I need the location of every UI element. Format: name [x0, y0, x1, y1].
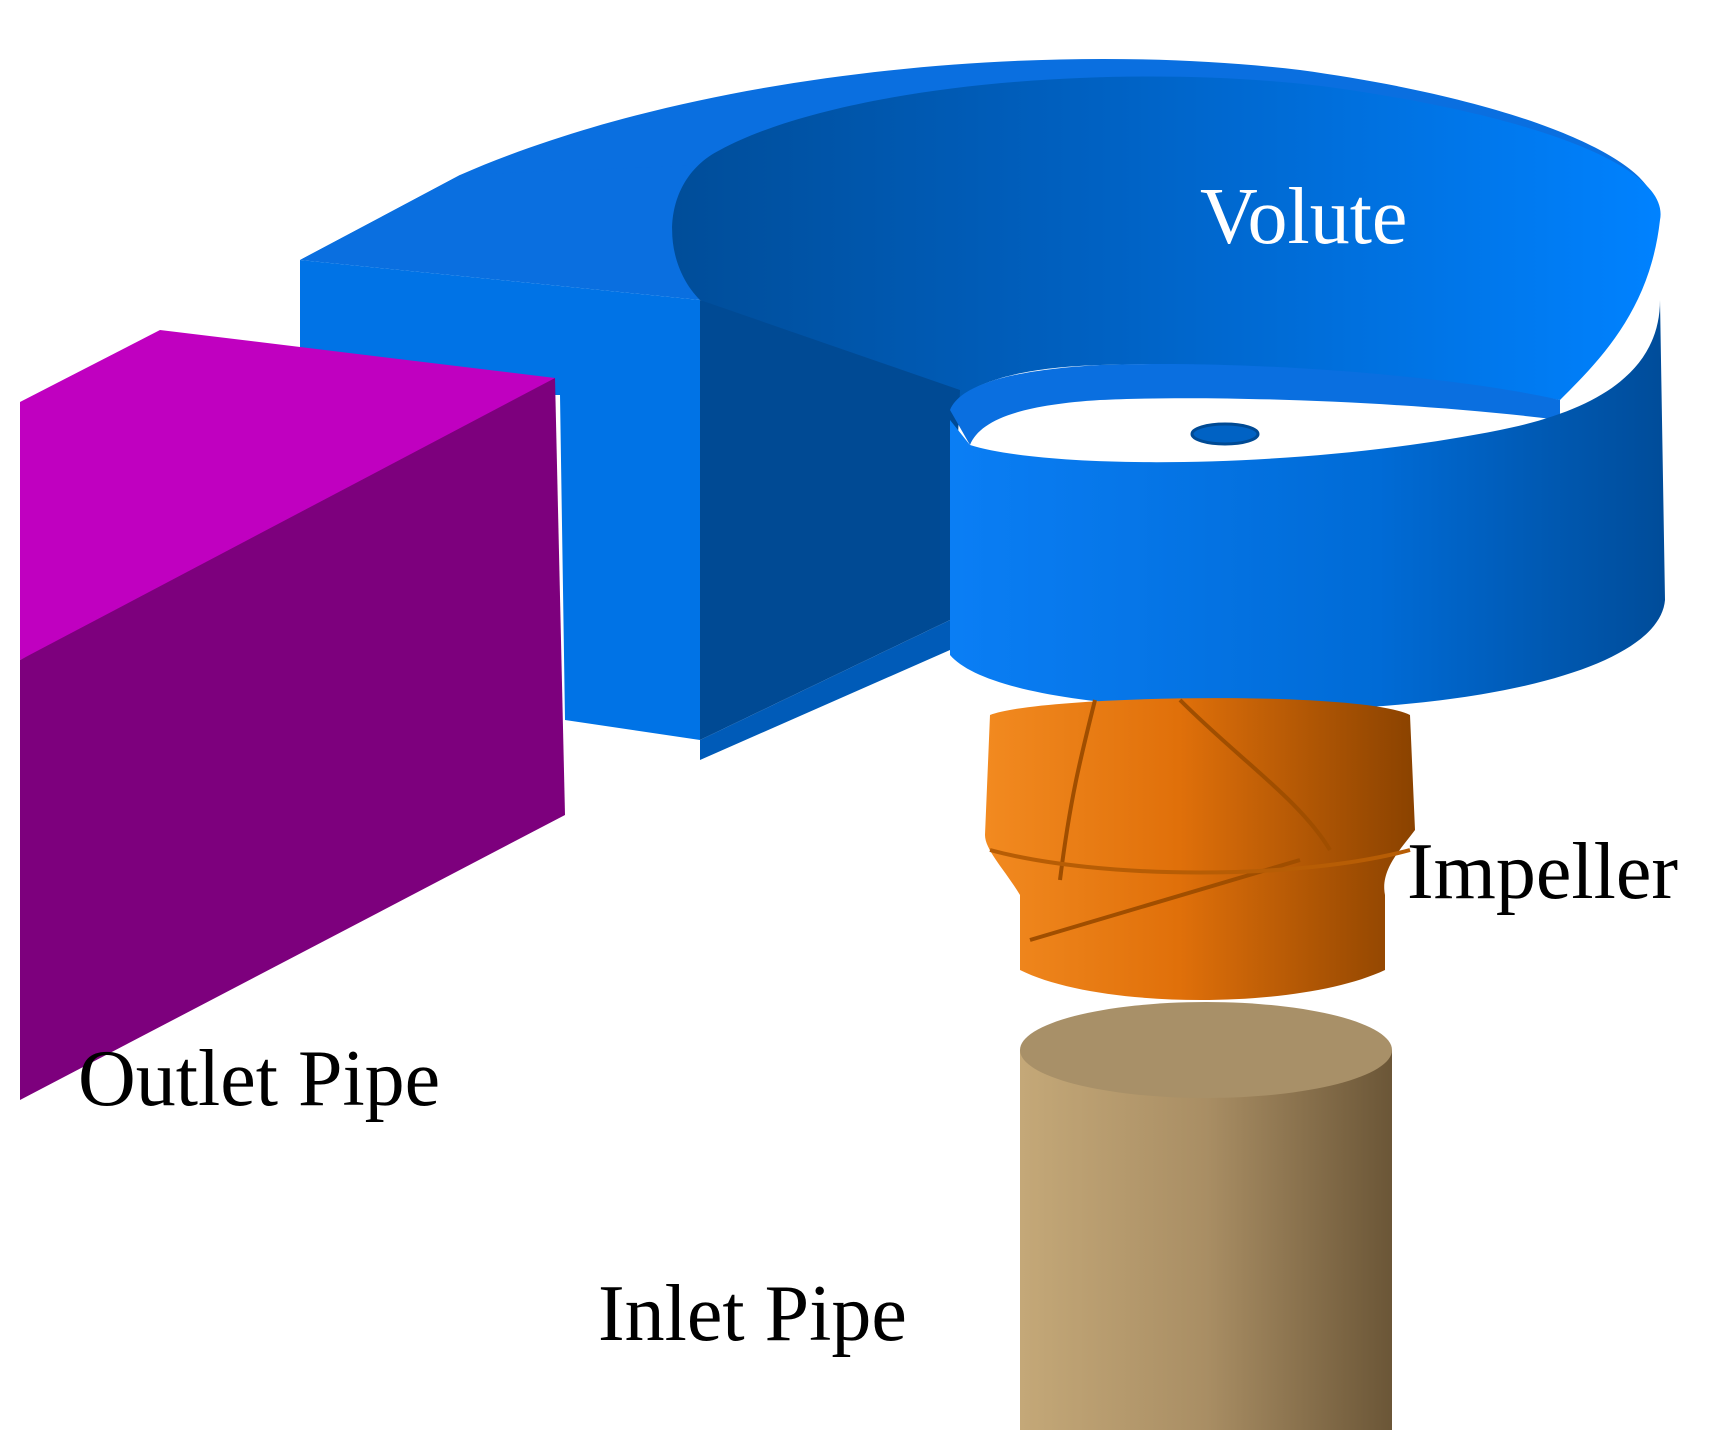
- volute-top-surface: [672, 76, 1661, 410]
- impeller-label: Impeller: [1407, 828, 1678, 916]
- volute-part: [300, 58, 1665, 760]
- volute-block-top: [300, 165, 705, 300]
- volute-cutwater: [950, 364, 1560, 445]
- impeller-blade-line: [1058, 699, 1097, 881]
- inlet-pipe-label: Inlet Pipe: [598, 1270, 907, 1358]
- impeller-body: [985, 698, 1415, 1000]
- impeller-part: [985, 698, 1415, 1000]
- outlet-pipe-top: [20, 330, 555, 660]
- inlet-pipe-part: [1020, 1002, 1392, 1430]
- volute-cylinder-front: [950, 300, 1665, 711]
- outlet-pipe-part: [20, 330, 565, 1100]
- inlet-pipe-top: [1020, 1002, 1392, 1098]
- impeller-blade-line: [1178, 698, 1332, 852]
- volute-lower-band: [700, 620, 950, 760]
- outlet-pipe-label: Outlet Pipe: [78, 1035, 440, 1123]
- volute-shaft-hole: [1190, 422, 1260, 446]
- volute-block-side: [700, 300, 960, 740]
- outlet-pipe-front: [20, 378, 565, 1100]
- inlet-pipe-body: [1020, 1050, 1392, 1430]
- volute-label: Volute: [1200, 173, 1407, 261]
- impeller-band: [989, 848, 1411, 875]
